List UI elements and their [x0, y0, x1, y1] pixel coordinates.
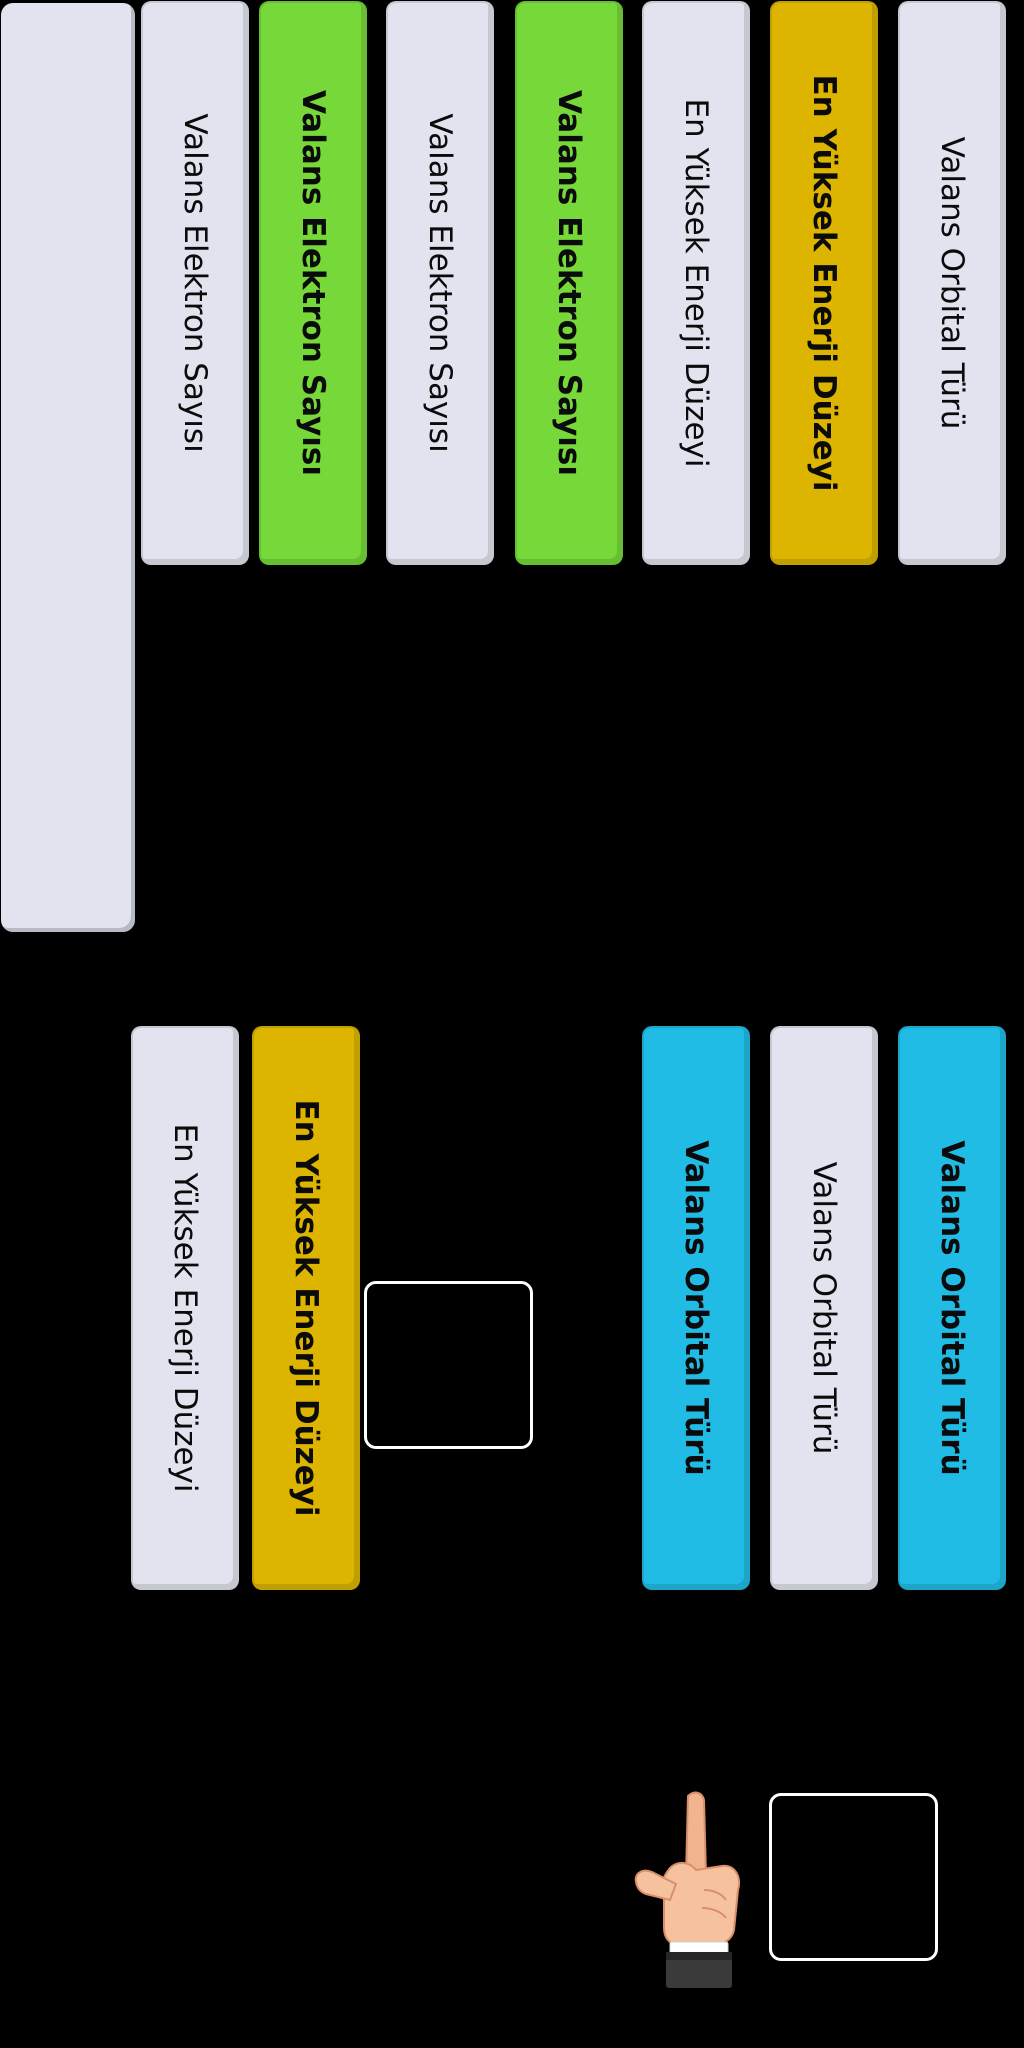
card-valans-elektron-sayisi-1[interactable]: Valans Elektron Sayısı: [141, 1, 249, 565]
card-label: En Yüksek Enerji Düzeyi: [167, 1123, 203, 1493]
card-label: En Yüksek Enerji Düzeyi: [678, 98, 714, 468]
hand-pointer-icon: [630, 1790, 770, 1990]
card-label: Valans Orbital Türü: [806, 1161, 842, 1455]
card-valans-orbital-turu-4[interactable]: Valans Orbital Türü: [898, 1026, 1006, 1590]
card-label: En Yüksek Enerji Düzeyi: [288, 1099, 324, 1517]
drop-slot-bottom[interactable]: [769, 1793, 938, 1961]
card-valans-orbital-turu-2[interactable]: Valans Orbital Türü: [642, 1026, 750, 1590]
card-label: Valans Elektron Sayısı: [295, 90, 331, 476]
card-label: Valans Elektron Sayısı: [422, 113, 458, 453]
card-en-yuksek-enerji-duzeyi-2[interactable]: En Yüksek Enerji Düzeyi: [770, 1, 878, 565]
card-valans-orbital-turu-3[interactable]: Valans Orbital Türü: [770, 1026, 878, 1590]
card-valans-elektron-sayisi-2[interactable]: Valans Elektron Sayısı: [259, 1, 367, 565]
card-en-yuksek-enerji-duzeyi-4[interactable]: En Yüksek Enerji Düzeyi: [252, 1026, 360, 1590]
card-label: En Yüksek Enerji Düzeyi: [806, 74, 842, 492]
card-label: Valans Orbital Türü: [678, 1140, 714, 1476]
card-label: Valans Elektron Sayısı: [551, 90, 587, 476]
card-label: Valans Orbital Türü: [934, 136, 970, 430]
drop-slot-middle[interactable]: [364, 1281, 533, 1449]
card-label: Valans Elektron Sayısı: [177, 113, 213, 453]
card-valans-elektron-sayisi-4[interactable]: Valans Elektron Sayısı: [515, 1, 623, 565]
card-en-yuksek-enerji-duzeyi-3[interactable]: En Yüksek Enerji Düzeyi: [131, 1026, 239, 1590]
card-label: Valans Orbital Türü: [934, 1140, 970, 1476]
card-valans-orbital-turu-1[interactable]: Valans Orbital Türü: [898, 1, 1006, 565]
side-panel: [1, 3, 135, 932]
card-valans-elektron-sayisi-3[interactable]: Valans Elektron Sayısı: [386, 1, 494, 565]
card-en-yuksek-enerji-duzeyi-1[interactable]: En Yüksek Enerji Düzeyi: [642, 1, 750, 565]
